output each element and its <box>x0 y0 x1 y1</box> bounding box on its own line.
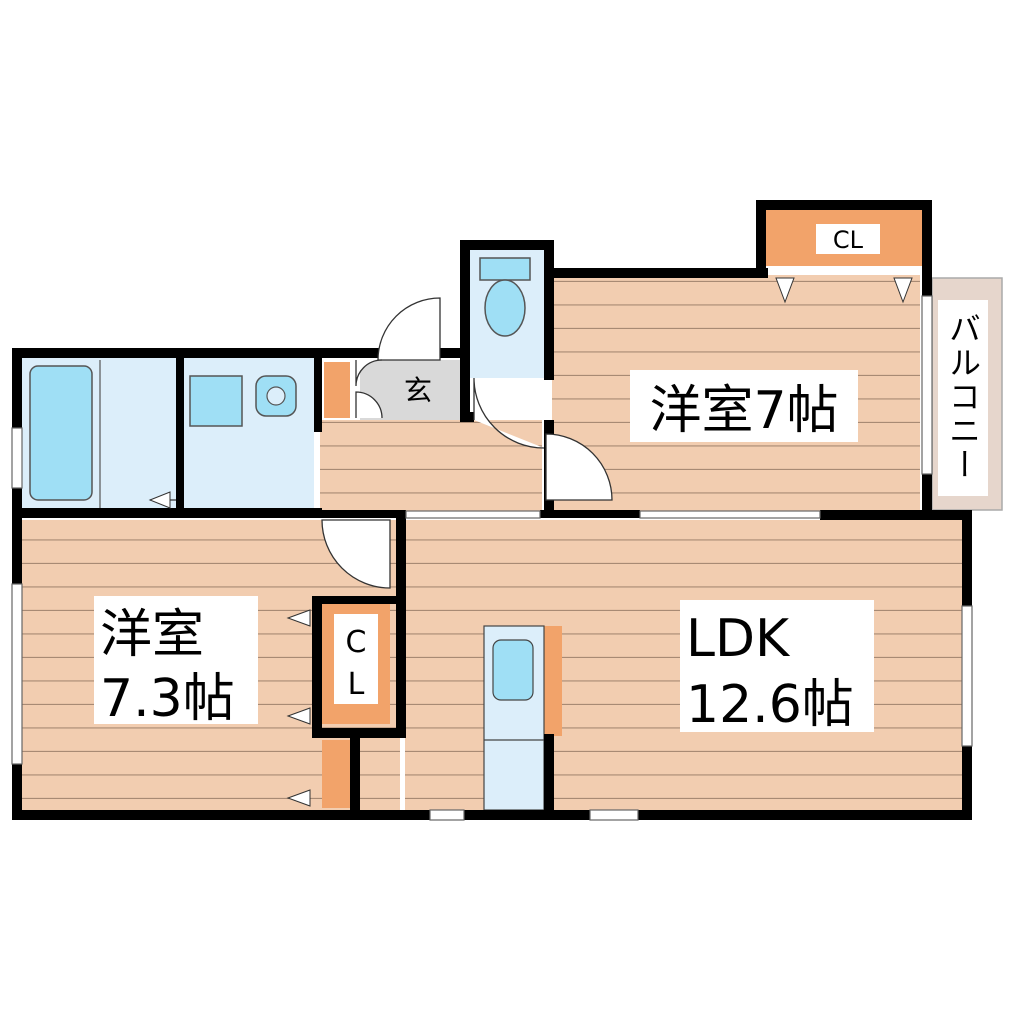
closet-top-label: CL <box>833 226 864 254</box>
ldk-name: LDK <box>686 609 791 669</box>
closet-mid-label-box <box>334 614 378 704</box>
door-swings <box>321 297 613 589</box>
western-room-7-name: 洋室 <box>649 381 753 441</box>
ldk-size: 12.6帖 <box>686 675 854 735</box>
toilet-tank-icon <box>479 257 531 281</box>
western-room-7-size: 7帖 <box>753 381 838 441</box>
shoe-cabinet <box>324 362 350 418</box>
toilet-bowl-icon <box>484 279 526 337</box>
bathtub-icon <box>29 365 93 501</box>
ldk-label-box <box>680 600 874 732</box>
closet-door-markers <box>286 277 913 807</box>
hallway-floor <box>320 420 542 512</box>
western-room-73-size: 7.3帖 <box>100 669 235 729</box>
closet-top-label-box <box>816 224 880 254</box>
entrance-label: 玄 <box>404 374 432 407</box>
closet-mid-label-c: C <box>346 625 367 660</box>
western-room-73-label-box <box>94 596 258 724</box>
closet-mid-label-l: L <box>348 667 365 702</box>
closet-low <box>322 740 350 808</box>
western-room-7-label-box <box>630 370 858 442</box>
washbasin-icon <box>189 375 243 427</box>
western-room-73-name: 洋室 <box>100 605 204 665</box>
svg-text:洋室7帖: 洋室7帖 <box>649 381 838 441</box>
balcony-label: バルコニー <box>944 312 982 482</box>
balcony-label-box <box>938 300 988 496</box>
windows <box>11 295 973 821</box>
fridge-space <box>544 626 562 736</box>
kitchen-sink-icon <box>492 639 534 701</box>
